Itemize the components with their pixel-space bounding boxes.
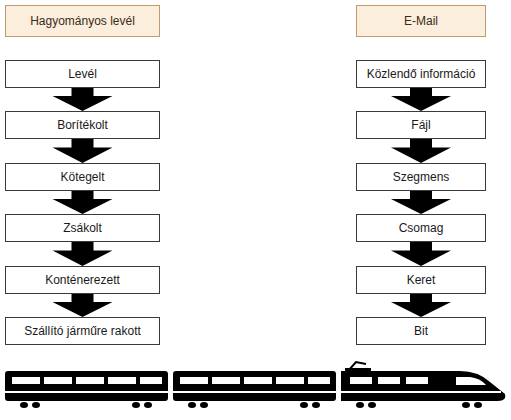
box-label: Fájl [411,118,430,132]
process-box: Keret [356,266,486,294]
flow-arrow [53,294,113,317]
process-box: Konténerezett [5,266,160,294]
flow-arrow [391,139,451,163]
arrow-shape [53,242,113,266]
box-label: Hagyományos levél [30,14,135,28]
box-label: Borítékolt [57,118,108,132]
flow-arrow [53,242,113,266]
flow-arrow [391,242,451,266]
box-label: Csomag [399,221,444,235]
arrow-shape [53,88,113,111]
flow-arrow [53,191,113,214]
process-box: Szállító járműre rakott [5,317,160,345]
arrow-shape [391,191,451,214]
flow-arrow [53,88,113,111]
process-box: Kötegelt [5,163,160,191]
box-label: Zsákolt [63,221,102,235]
box-label: Kötegelt [60,170,104,184]
header-box: E-Mail [356,5,486,37]
header-box: Hagyományos levél [5,5,160,37]
box-label: E-Mail [404,14,438,28]
box-label: Közlendő információ [367,67,476,81]
process-box: Levél [5,60,160,88]
box-label: Szegmens [393,170,450,184]
arrow-shape [391,139,451,163]
arrow-shape [391,294,451,317]
process-box: Borítékolt [5,111,160,139]
process-box: Fájl [356,111,486,139]
box-label: Bit [414,324,428,338]
arrow-shape [391,88,451,111]
arrow-shape [391,242,451,266]
box-label: Keret [407,273,436,287]
arrow-shape [53,139,113,163]
flow-arrow [53,139,113,163]
process-box: Közlendő információ [356,60,486,88]
flow-arrow [391,191,451,214]
flow-arrow [391,294,451,317]
process-box: Zsákolt [5,214,160,242]
process-box: Szegmens [356,163,486,191]
process-box: Bit [356,317,486,345]
flow-arrow [391,88,451,111]
box-label: Szállító járműre rakott [24,324,141,338]
arrow-shape [53,191,113,214]
process-box: Csomag [356,214,486,242]
box-label: Konténerezett [45,273,120,287]
box-label: Levél [68,67,97,81]
arrow-shape [53,294,113,317]
